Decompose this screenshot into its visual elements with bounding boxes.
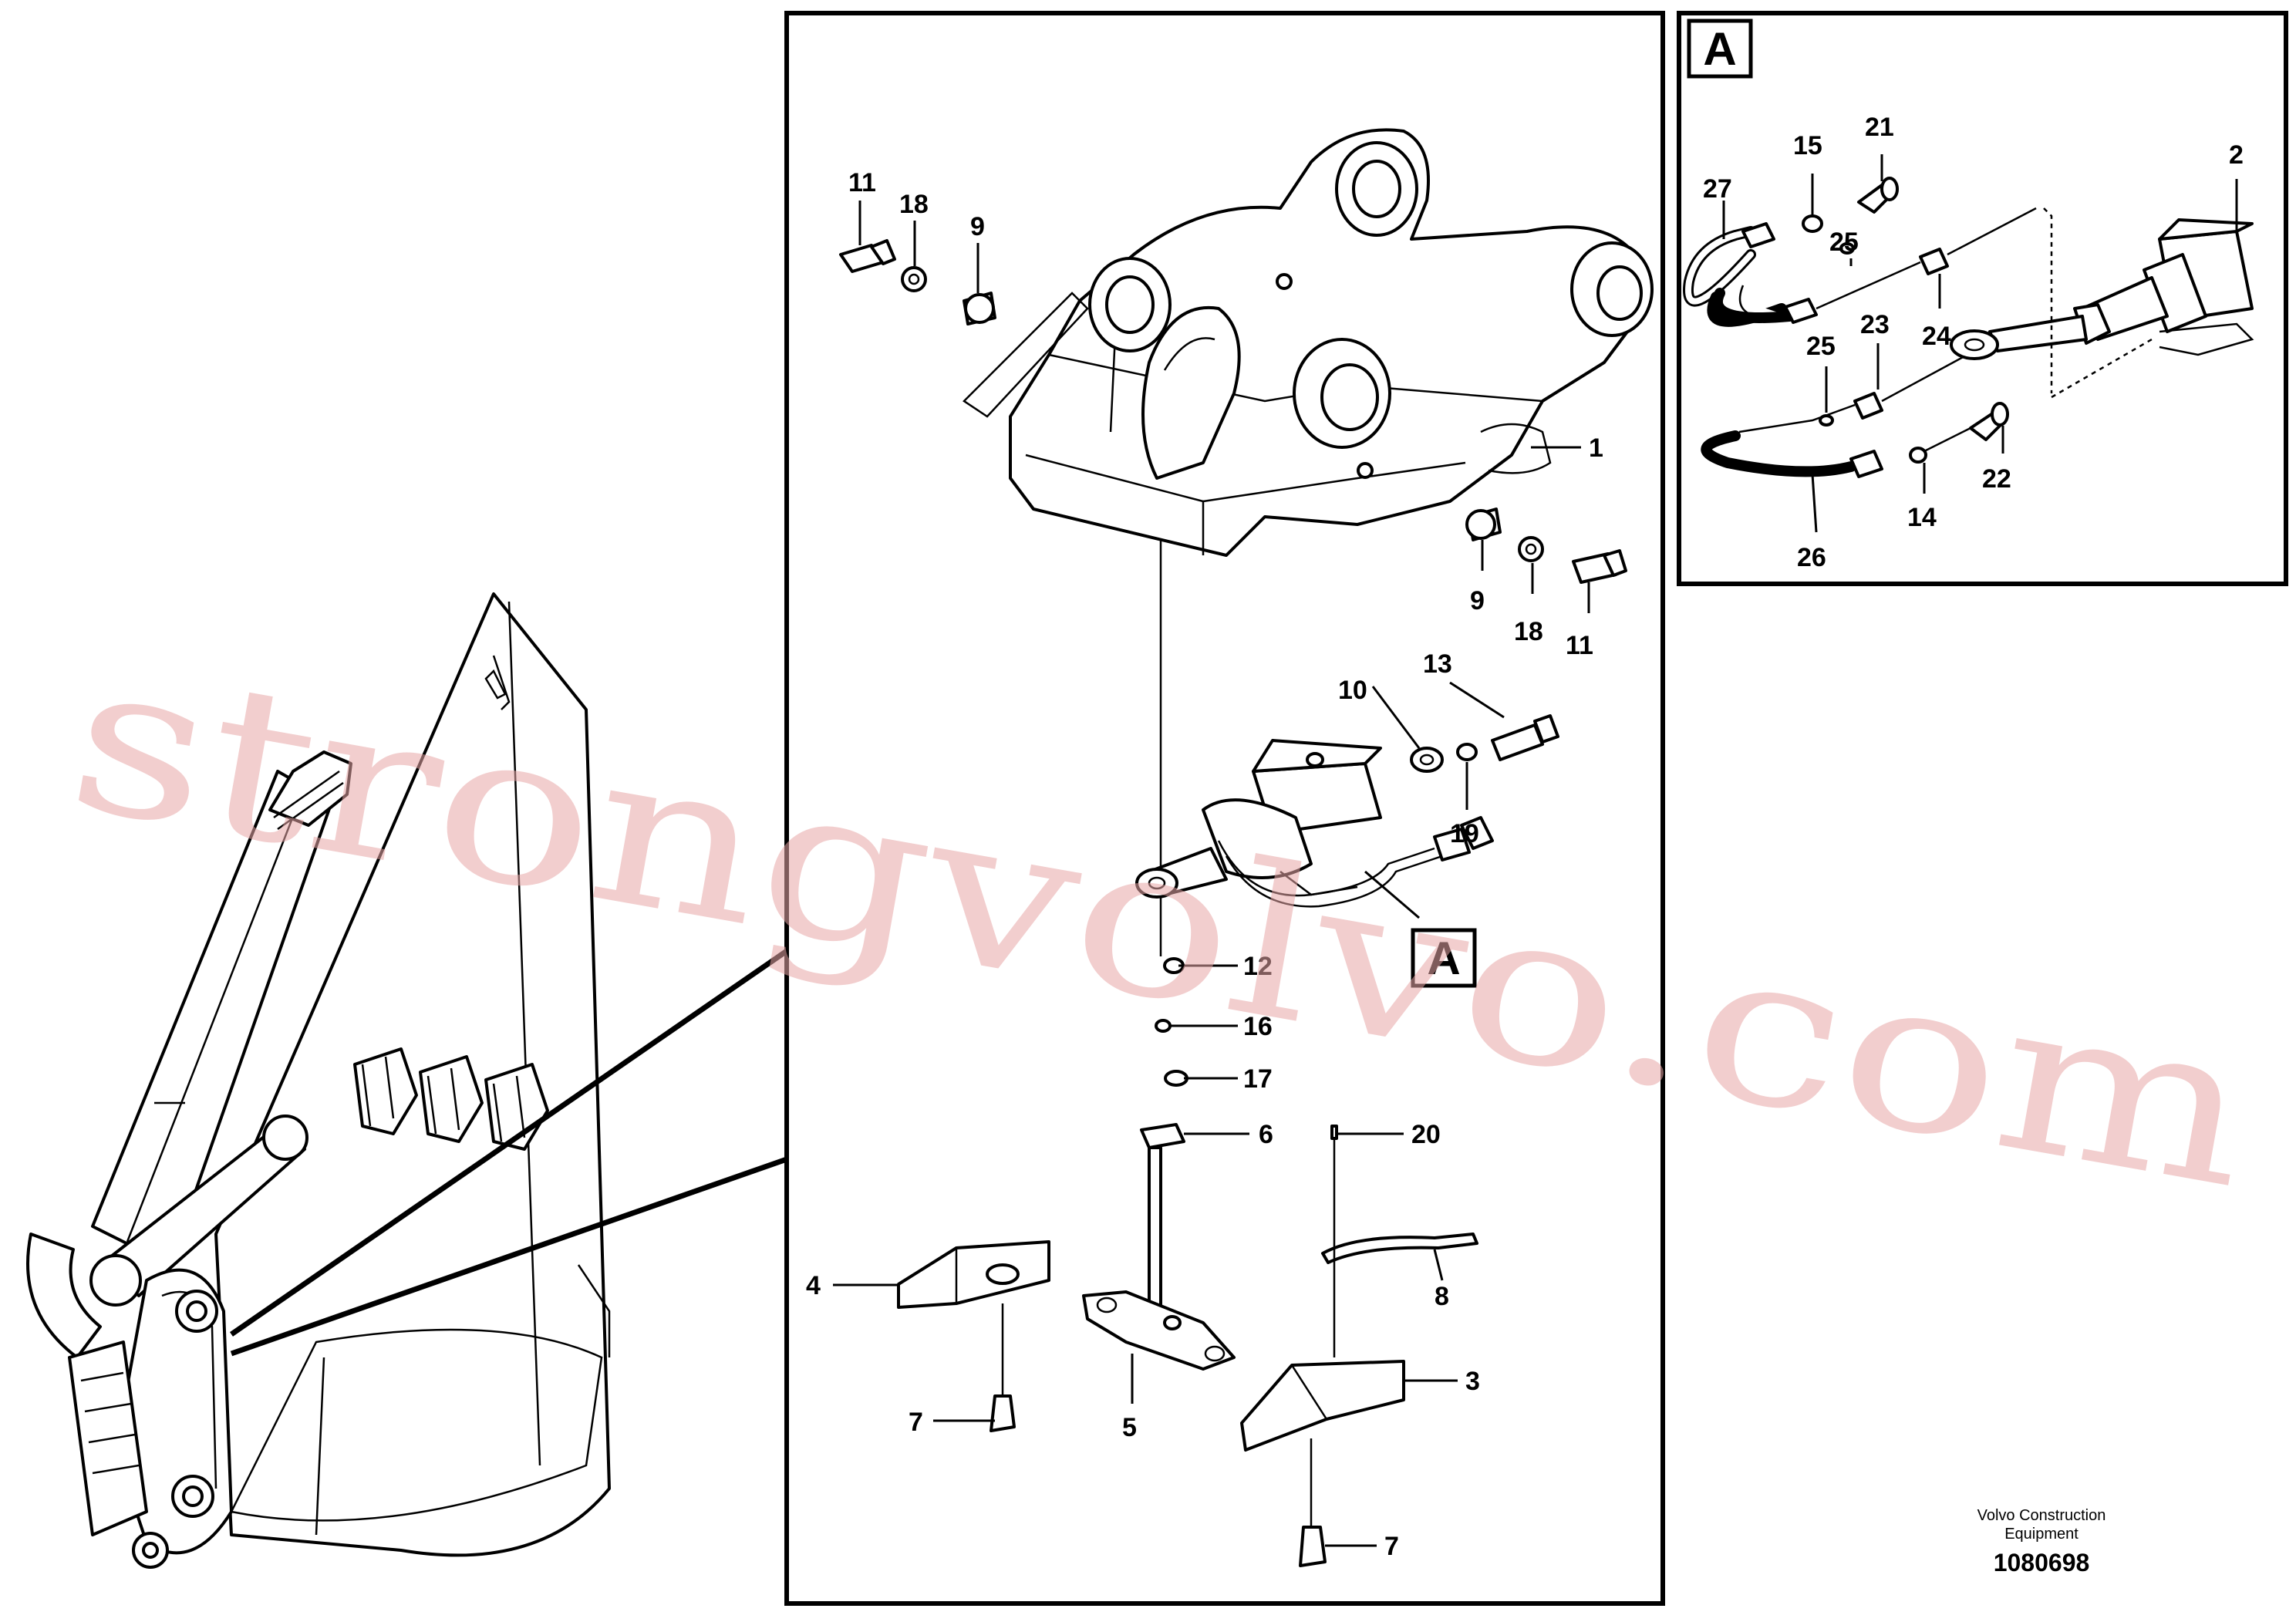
pin-boss-right — [1293, 338, 1391, 449]
callout-9-upper: 9 — [970, 212, 985, 241]
callout-25-lower: 25 — [1806, 332, 1836, 361]
rod-with-bend — [1321, 1125, 1478, 1357]
small-pins — [990, 1303, 1327, 1567]
callout-2: 2 — [2229, 140, 2244, 170]
callout-20: 20 — [1411, 1120, 1441, 1149]
pad-block-right — [1240, 1360, 1405, 1452]
bucket-overview-drawing — [26, 592, 611, 1569]
detail-a-frame — [1677, 11, 2288, 586]
callout-19: 19 — [1450, 819, 1479, 848]
callout-7-left: 7 — [909, 1408, 923, 1437]
callout-15: 15 — [1793, 131, 1822, 160]
lever-plate — [1082, 1290, 1236, 1371]
detail-a-title-letter: A — [1703, 23, 1736, 75]
callout-27: 27 — [1703, 174, 1732, 204]
callout-18-upper: 18 — [899, 190, 929, 219]
callout-21: 21 — [1865, 113, 1894, 142]
callout-18-lower: 18 — [1514, 617, 1543, 646]
footer-company-line1: Volvo Construction — [1977, 1507, 2106, 1524]
callout-7-right: 7 — [1384, 1532, 1399, 1561]
pin-boss-rear — [1335, 141, 1418, 237]
callout-labels-detail: 27 15 21 25 2 24 25 23 22 14 26 — [1703, 113, 2244, 572]
detail-a-drawing — [1683, 177, 2254, 478]
callout-11-lower: 11 — [1566, 631, 1593, 660]
detail-a-marker-letter: A — [1427, 932, 1460, 984]
drawing-number: 1080698 — [1993, 1549, 2090, 1576]
callout-14: 14 — [1907, 503, 1937, 532]
callout-12: 12 — [1243, 952, 1273, 981]
zoom-leader-upper — [230, 949, 788, 1337]
callout-13: 13 — [1423, 649, 1452, 679]
detail-a-marker: A — [1411, 928, 1477, 988]
leader-lines-detail — [1722, 154, 2238, 533]
zoom-leader-lower — [230, 1156, 788, 1357]
main-assembly-frame — [784, 11, 1665, 1606]
callout-6: 6 — [1259, 1120, 1273, 1149]
callout-24: 24 — [1922, 322, 1951, 351]
pad-block-left — [897, 1240, 1050, 1309]
shaft-small-parts — [1140, 957, 1188, 1320]
callout-3: 3 — [1465, 1367, 1480, 1396]
callout-17: 17 — [1243, 1064, 1273, 1094]
pin-set-lower — [1465, 508, 1627, 584]
callout-labels-main: 11 18 9 1 9 18 11 10 13 19 12 16 17 6 20… — [806, 168, 1603, 1561]
hydraulic-cylinder-assembly — [1135, 739, 1494, 908]
footer-company: Volvo Construction Equipment — [1949, 1506, 2134, 1543]
callout-25-upper: 25 — [1829, 228, 1859, 257]
callout-11-upper: 11 — [848, 168, 876, 197]
callout-16: 16 — [1243, 1012, 1273, 1041]
callout-23: 23 — [1860, 310, 1890, 339]
footer-company-line2: Equipment — [2004, 1526, 2079, 1543]
callout-5: 5 — [1122, 1413, 1137, 1442]
washer-bolt-set-mid — [1410, 714, 1559, 773]
callout-1: 1 — [1589, 433, 1603, 463]
callout-4: 4 — [806, 1271, 821, 1300]
leader-lines-main — [833, 201, 1590, 1547]
callout-8: 8 — [1435, 1282, 1449, 1311]
callout-22: 22 — [1982, 464, 2011, 494]
pin-boss-front — [1570, 241, 1654, 337]
pin-boss-left — [1088, 257, 1172, 352]
detail-a-title: A — [1687, 19, 1753, 79]
callout-26: 26 — [1797, 543, 1826, 572]
pin-set-upper — [839, 239, 996, 325]
quick-coupler-exploded — [963, 128, 1654, 557]
callout-10: 10 — [1338, 676, 1367, 705]
callout-9-lower: 9 — [1470, 586, 1485, 615]
bucket-teeth — [353, 1047, 549, 1151]
